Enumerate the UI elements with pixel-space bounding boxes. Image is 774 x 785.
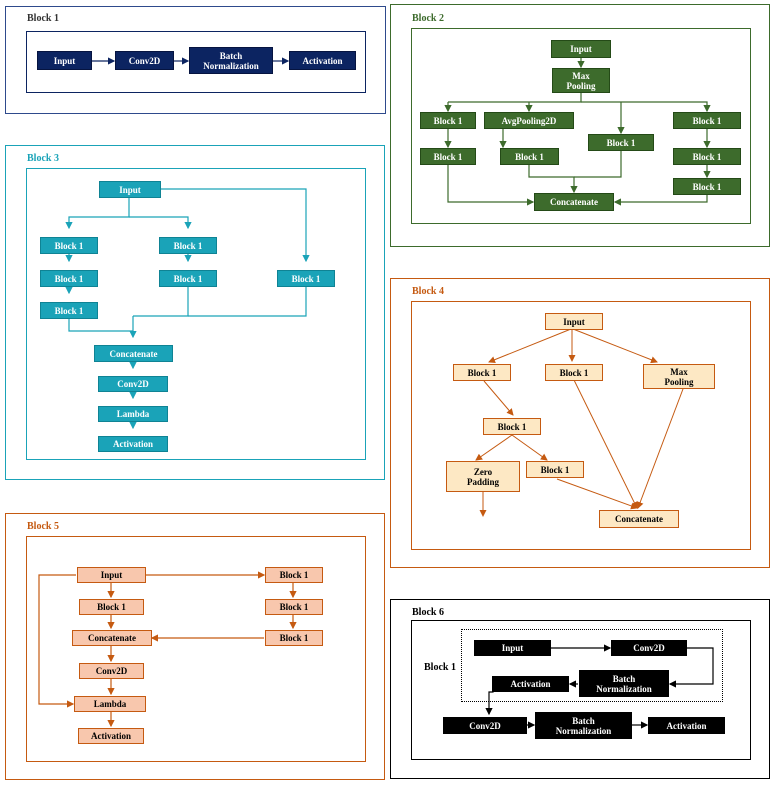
block5-title: Block 5 [27, 521, 59, 532]
block6-conv2d-top-node: Conv2D [611, 640, 687, 656]
block3-col1-block1c-node: Block 1 [40, 302, 98, 319]
block6-activation-top-node: Activation [492, 676, 569, 692]
block2-branch1-block1b-node: Block 1 [420, 148, 476, 165]
block2-branch2-block1-node: Block 1 [500, 148, 559, 165]
block6-input-node: Input [474, 640, 551, 656]
block2-branch4-block1-node: Block 1 [673, 112, 741, 129]
block3-conv2d-node: Conv2D [98, 376, 168, 392]
block1-input-node: Input [37, 51, 92, 70]
block4-zeropad-node: Zero Padding [446, 461, 520, 492]
block2-maxpool-node: Max Pooling [552, 68, 610, 93]
block2-panel: Block 2 Input Max Pooling Block 1 AvgPoo… [390, 4, 770, 247]
block6-conv2d-node: Conv2D [443, 717, 527, 734]
block5-panel: Block 5 Input Block 1 Block 1 Block 1 Co… [5, 513, 385, 780]
block3-activation-node: Activation [98, 436, 168, 452]
block2-branch4-block1c-node: Block 1 [673, 178, 741, 195]
block2-branch1-block1-node: Block 1 [420, 112, 476, 129]
block3-col1-block1a-node: Block 1 [40, 237, 98, 254]
block4-branch1-block1-node: Block 1 [453, 364, 511, 381]
block5-block1-node: Block 1 [79, 599, 144, 615]
block3-input-node: Input [99, 181, 161, 198]
block3-title: Block 3 [27, 153, 59, 164]
block1-activation-node: Activation [289, 51, 356, 70]
block2-frame [411, 28, 751, 224]
block4-branch1-block1b-node: Block 1 [483, 418, 541, 435]
block3-col2-block1a-node: Block 1 [159, 237, 217, 254]
block2-branch3-block1-node: Block 1 [588, 134, 654, 151]
block1-title: Block 1 [27, 13, 59, 24]
block4-panel: Block 4 Input Block 1 Block 1 Max Poolin… [390, 278, 770, 568]
block4-maxpool-node: Max Pooling [643, 364, 715, 389]
block5-input-node: Input [77, 567, 146, 583]
block4-frame [411, 301, 751, 550]
block6-title: Block 6 [412, 607, 444, 618]
block1-frame [26, 31, 366, 93]
block3-lambda-node: Lambda [98, 406, 168, 422]
block5-conv2d-node: Conv2D [79, 663, 144, 679]
block3-col3-block1-node: Block 1 [277, 270, 335, 287]
block3-col1-block1b-node: Block 1 [40, 270, 98, 287]
block6-batchnorm-top-node: Batch Normalization [579, 670, 669, 697]
block6-batchnorm-node: Batch Normalization [535, 712, 632, 739]
block4-concatenate-node: Concatenate [599, 510, 679, 528]
block2-title: Block 2 [412, 13, 444, 24]
block6-panel: Block 6 Block 1 Input Conv2D Activation … [390, 599, 770, 779]
block5-concatenate-node: Concatenate [72, 630, 152, 646]
block4-input-node: Input [545, 313, 603, 330]
block4-branch1-block1c-node: Block 1 [526, 461, 584, 478]
block5-right-block1a-node: Block 1 [265, 567, 323, 583]
block3-frame [26, 168, 366, 460]
block2-branch4-block1b-node: Block 1 [673, 148, 741, 165]
block6-subblock-title: Block 1 [424, 662, 456, 673]
block2-avgpool-node: AvgPooling2D [484, 112, 574, 129]
block5-right-block1c-node: Block 1 [265, 630, 323, 646]
block1-batchnorm-node: Batch Normalization [189, 47, 273, 74]
block5-activation-node: Activation [78, 728, 144, 744]
block5-lambda-node: Lambda [74, 696, 146, 712]
block1-panel: Block 1 Input Conv2D Batch Normalization… [5, 6, 386, 114]
block3-col2-block1b-node: Block 1 [159, 270, 217, 287]
block5-right-block1b-node: Block 1 [265, 599, 323, 615]
block2-input-node: Input [551, 40, 611, 58]
block6-frame [411, 620, 751, 760]
block2-concatenate-node: Concatenate [534, 193, 614, 211]
block3-concatenate-node: Concatenate [94, 345, 173, 362]
block6-subblock-frame [461, 629, 723, 702]
block3-panel: Block 3 Input Block 1 Block 1 Block 1 Bl… [5, 145, 385, 480]
block5-frame [26, 536, 366, 762]
block1-conv2d-node: Conv2D [115, 51, 174, 70]
block4-title: Block 4 [412, 286, 444, 297]
block4-branch2-block1-node: Block 1 [545, 364, 603, 381]
block6-activation-node: Activation [648, 717, 725, 734]
